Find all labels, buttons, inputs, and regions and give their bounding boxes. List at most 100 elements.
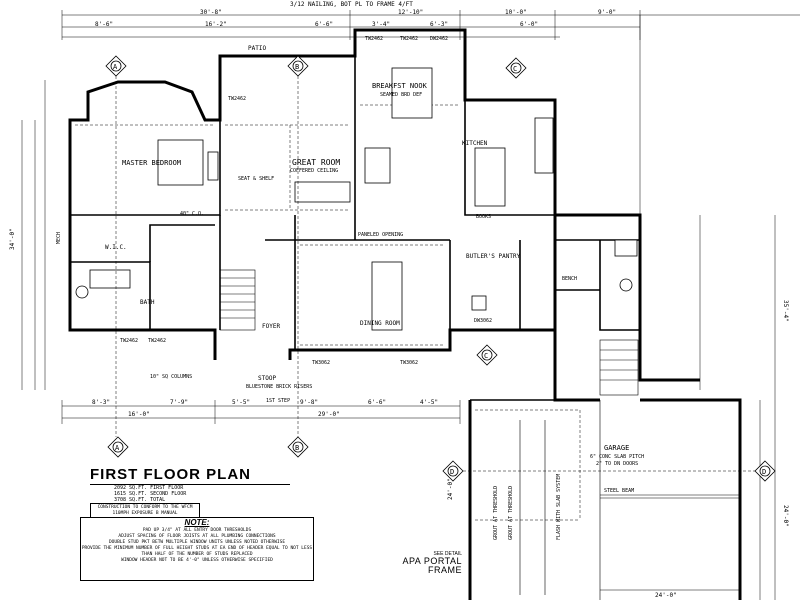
furniture <box>75 67 638 331</box>
grid-marker-a-bottom: A <box>107 436 129 458</box>
room-wic: W.I.C. <box>105 244 127 251</box>
steel-beam: STEEL BEAM <box>604 488 634 494</box>
threshold-note: FLASH WITH SLAB SYSTEM <box>556 474 562 540</box>
svg-text:B: B <box>295 444 299 452</box>
top-dimensions: 30'-8" 12'-10" 10'-0" 9'-0" 8'-6" 16'-2"… <box>61 9 800 40</box>
apa-see: SEE DETAIL <box>433 551 462 557</box>
svg-text:A: A <box>113 63 118 71</box>
room-breakfast: BREAKFST NOOK <box>372 82 428 90</box>
sink <box>614 239 638 257</box>
notes-title: NOTE: <box>184 518 210 527</box>
conform-note: CONSTRUCTION TO CONFORM TO THE WFCM 110M… <box>90 503 200 518</box>
dim-bottom-row2-2: 29'-0" <box>318 411 340 418</box>
seat-shelf: SEAT & SHELF <box>238 176 274 182</box>
header-callout: TW3062 <box>400 360 418 366</box>
grid-bubbles: A B C C A B D D <box>105 55 776 482</box>
room-stoop: STOOP <box>258 375 276 382</box>
room-foyer: FOYER <box>262 323 280 330</box>
co-40: 40" C.O. <box>180 211 204 217</box>
dim-bottom-4: 9'-8" <box>300 399 318 406</box>
dim-top-row2-1: 8'-6" <box>95 21 113 28</box>
plan-title: FIRST FLOOR PLAN <box>90 466 290 485</box>
grid-marker-a-top: A <box>105 55 127 77</box>
bench: BENCH <box>562 276 577 282</box>
threshold-note: GROUT AT THRESHOLD <box>508 486 514 540</box>
dim-bottom-6: 4'-5" <box>420 399 438 406</box>
dim-top-row2-5: 6'-3" <box>430 21 448 28</box>
great-room-sofa-2 <box>294 181 351 203</box>
fireplace <box>207 151 219 181</box>
room-breakfast-sub: SEAMED BRD DEF <box>380 92 422 98</box>
room-kitchen: KITCHEN <box>462 140 488 147</box>
room-garage-sub1: 6" CONC SLAB PITCH <box>590 454 644 460</box>
grid-marker-d-right: D <box>754 460 776 482</box>
dim-bottom-3: 5'-5" <box>232 399 250 406</box>
room-dining: DINING ROOM <box>360 320 400 327</box>
dim-top-row2-6: 6'-0" <box>520 21 538 28</box>
area-first-floor: 2092 SQ.FT. FIRST FLOOR <box>114 485 184 491</box>
range <box>471 295 487 311</box>
note-line: WINDOW HEADER NOT TO BE 4'-0" UNLESS OTH… <box>121 558 273 563</box>
master-bed <box>157 139 204 186</box>
room-stoop-sub: BLUESTONE BRICK RISERS <box>246 384 312 390</box>
area-second-floor: 1615 SQ.FT. SECOND FLOOR <box>114 491 187 497</box>
grid-marker-d-left: D <box>442 460 464 482</box>
ceiling-lines <box>75 104 581 521</box>
header-callout: TW3062 <box>312 360 330 366</box>
note-line: ADJUST SPACING OF FLOOR JOISTS AT ALL PL… <box>118 534 276 539</box>
dining-table <box>371 261 403 331</box>
dim-left-total: 34'-0" <box>9 228 16 250</box>
stair <box>219 269 639 396</box>
header-callout: TW2462 <box>365 36 383 42</box>
header-callout: DW2462 <box>430 36 448 42</box>
grid-marker-b-bottom: B <box>287 436 309 458</box>
header-callouts: TW2462 TW2462 DW2462 TW2462 TW2462 TW306… <box>120 36 492 366</box>
header-callout: TW2462 <box>400 36 418 42</box>
grid-marker-c-top: C <box>505 57 527 79</box>
garage-lines <box>519 400 740 600</box>
threshold-note: GROUT AT THRESHOLD <box>493 486 499 540</box>
room-patio: PATIO <box>248 45 266 52</box>
room-great-sub: COFFERED CEILING <box>290 168 338 174</box>
room-great: GREAT ROOM <box>292 158 340 167</box>
dim-top-outer-far: 9'-0" <box>598 9 616 16</box>
note-line: DOUBLE STUD PKT BETW MULTIPLE WINDOW UNI… <box>108 540 286 545</box>
header-callout: TW2462 <box>148 338 166 344</box>
svg-text:D: D <box>450 468 454 476</box>
svg-text:C: C <box>484 352 488 360</box>
header-callout: DW3062 <box>474 318 492 324</box>
first-step: 1ST STEP <box>266 398 290 404</box>
exterior-walls <box>68 28 742 600</box>
apa-detail-callout: SEE DETAIL APA PORTAL FRAME <box>392 551 462 575</box>
great-room-sofa <box>364 147 391 184</box>
toilet <box>75 285 89 299</box>
vanity <box>89 269 131 289</box>
svg-text:D: D <box>762 468 766 476</box>
room-bath: BATH <box>140 299 155 306</box>
header-callout: TW2462 <box>120 338 138 344</box>
side-dimensions: 34'-0" 35'-4" 24'-0" 24'-0" <box>9 15 789 600</box>
dim-bottom-1: 8'-3" <box>92 399 110 406</box>
dim-bottom-row2-1: 16'-0" <box>128 411 150 418</box>
dim-top-outer-left: 30'-8" <box>200 9 222 16</box>
threshold-notes: GROUT AT THRESHOLD GROUT AT THRESHOLD FL… <box>493 474 562 540</box>
dim-top-outer-mid: 12'-10" <box>398 9 423 16</box>
title-block: FIRST FLOOR PLAN 2092 SQ.FT. FIRST FLOOR… <box>90 466 290 503</box>
area-total: 3708 SQ.FT. TOTAL <box>114 497 166 503</box>
note-line: PAD UP 3/4" AT ALL ENTRY DOOR THRESHOLDS <box>142 528 252 533</box>
apa-title: APA PORTAL FRAME <box>402 556 462 575</box>
room-master: MASTER BEDROOM <box>122 159 181 167</box>
dim-garage-depth: 24'-0" <box>447 478 454 500</box>
note-line: PROVIDE THE MINIMUM NUMBER OF FULL HEIGH… <box>81 546 313 557</box>
notes-box: NOTE: PAD UP 3/4" AT ALL ENTRY DOOR THRE… <box>80 517 314 581</box>
dim-garage-width: 24'-0" <box>655 592 677 599</box>
room-books: BOOKS <box>476 214 491 220</box>
svg-text:C: C <box>513 65 517 73</box>
mech-label: MECH <box>56 232 62 244</box>
dim-right-b: 24'-0" <box>782 505 789 527</box>
breakfast-table <box>391 67 433 119</box>
paneled-opening: PANELED OPENING <box>358 232 403 238</box>
svg-text:A: A <box>115 444 120 452</box>
dim-top-row2-2: 16'-2" <box>205 21 227 28</box>
